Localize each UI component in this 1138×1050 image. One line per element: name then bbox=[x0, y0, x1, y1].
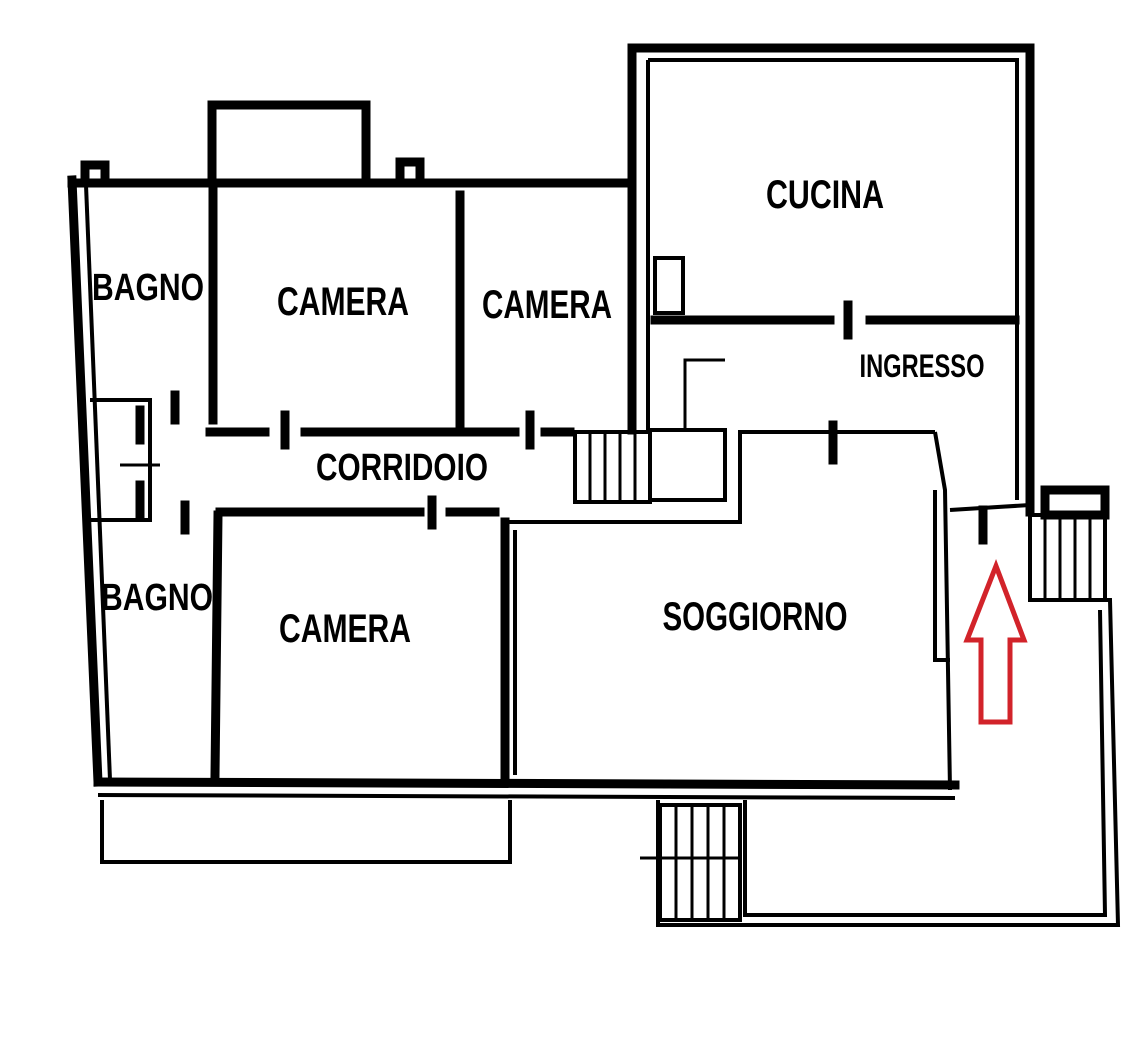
staircases bbox=[573, 256, 1110, 922]
label-camera-top-left: CAMERA bbox=[277, 280, 409, 324]
label-bagno-bottom: BAGNO bbox=[101, 577, 213, 619]
door-marks bbox=[80, 157, 988, 545]
balconies bbox=[100, 598, 1121, 927]
label-soggiorno: SOGGIORNO bbox=[663, 595, 848, 639]
exterior-walls bbox=[67, 43, 1035, 800]
interior-walls bbox=[90, 178, 1031, 791]
label-bagno-top: BAGNO bbox=[92, 267, 204, 309]
label-ingresso: INGRESSO bbox=[860, 348, 985, 384]
entrance-arrow-icon bbox=[963, 559, 1028, 725]
label-corridoio: CORRIDOIO bbox=[316, 447, 488, 489]
room-labels: BAGNO CAMERA CAMERA CUCINA INGRESSO CORR… bbox=[92, 173, 985, 651]
label-camera-top-right: CAMERA bbox=[482, 283, 612, 327]
label-cucina: CUCINA bbox=[766, 173, 884, 217]
label-camera-bottom: CAMERA bbox=[279, 607, 411, 651]
